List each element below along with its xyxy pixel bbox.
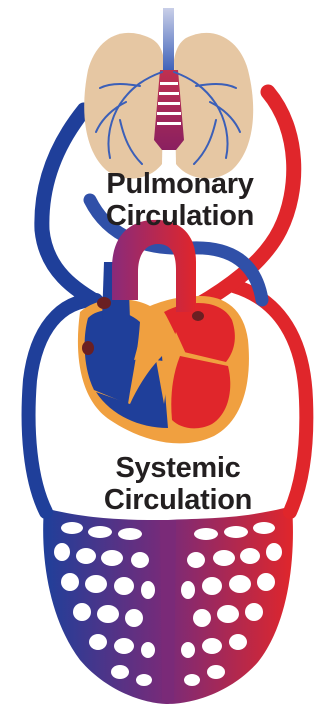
trachea — [163, 8, 174, 72]
systemic-label-line1: Systemic — [88, 452, 268, 484]
right-lung — [174, 33, 253, 179]
lungs — [84, 8, 253, 179]
systemic-capillary-bed — [43, 506, 293, 704]
pulmonary-label-line1: Pulmonary — [100, 168, 260, 200]
pulmonary-circulation-label: Pulmonary Circulation — [100, 168, 260, 232]
aortic-arch — [112, 220, 196, 312]
left-lung — [84, 33, 164, 179]
pulmonary-label-line2: Circulation — [100, 200, 260, 232]
systemic-circulation-label: Systemic Circulation — [88, 452, 268, 516]
systemic-label-line2: Circulation — [88, 484, 268, 516]
